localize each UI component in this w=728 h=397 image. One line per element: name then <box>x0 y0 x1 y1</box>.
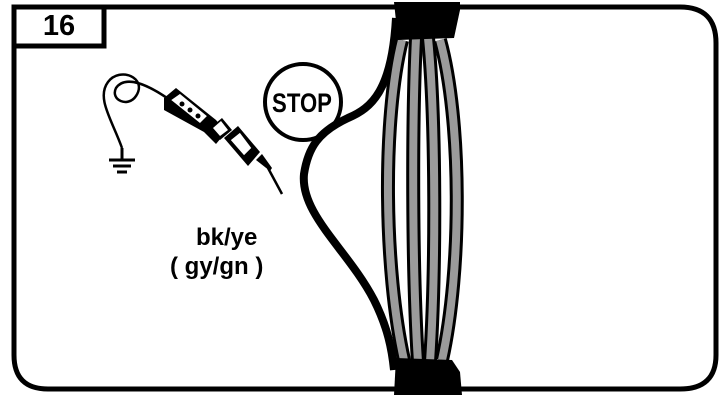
wire-color-label-primary: bk/ye <box>196 224 257 252</box>
step-number: 16 <box>17 9 101 43</box>
cable-sheath-bottom <box>394 358 462 395</box>
stop-sign-text: STOP <box>268 83 335 123</box>
panel-frame <box>14 7 716 389</box>
wire-color-label-alternative: ( gy/gn ) <box>170 253 263 281</box>
cable-sheath-top <box>394 2 460 40</box>
